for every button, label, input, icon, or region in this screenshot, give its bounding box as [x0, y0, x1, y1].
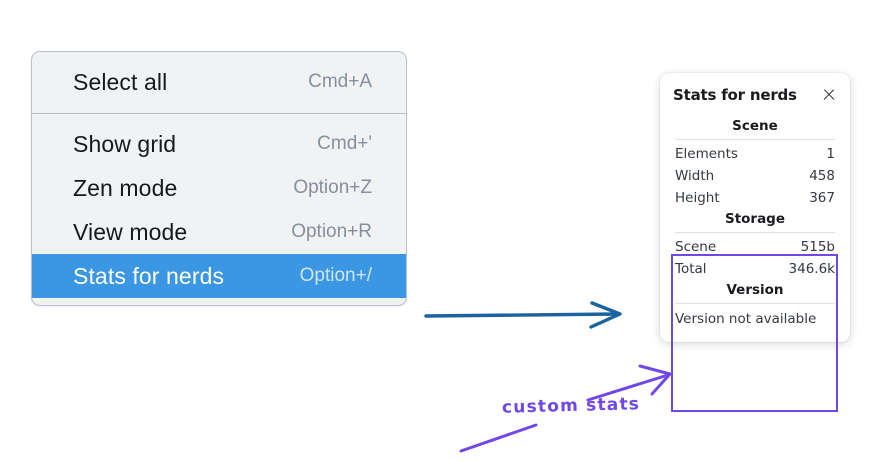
- context-menu-group-1: Select all Cmd+A: [32, 52, 406, 113]
- stats-section-scene: Scene Elements 1 Width 458 Height 367: [671, 116, 839, 209]
- section-divider: [675, 232, 835, 233]
- stat-row: Elements 1: [671, 143, 839, 165]
- menu-item-show-grid[interactable]: Show grid Cmd+': [32, 122, 406, 166]
- stat-value: 515b: [800, 239, 835, 255]
- menu-item-zen-mode[interactable]: Zen mode Option+Z: [32, 166, 406, 210]
- menu-separator: [32, 113, 406, 114]
- stats-section-version: Version Version not available: [671, 280, 839, 329]
- stat-key: Elements: [675, 146, 738, 162]
- stat-row: Width 458: [671, 165, 839, 187]
- stats-for-nerds-panel: Stats for nerds Scene Elements 1 Width 4…: [660, 73, 850, 342]
- stat-row: Scene 515b: [671, 236, 839, 258]
- stat-value: 367: [809, 190, 835, 206]
- stat-value: 1: [826, 146, 835, 162]
- menu-item-label: Stats for nerds: [73, 262, 225, 289]
- version-note: Version not available: [675, 311, 817, 327]
- stats-section-storage: Storage Scene 515b Total 346.6k: [671, 209, 839, 280]
- menu-item-shortcut: Option+/: [299, 265, 372, 286]
- section-title: Version: [726, 282, 784, 298]
- stat-key: Height: [675, 190, 720, 206]
- stat-key: Width: [675, 168, 715, 184]
- menu-item-label: View mode: [73, 218, 188, 245]
- stat-row: Total 346.6k: [671, 258, 839, 280]
- menu-item-label: Select all: [73, 68, 168, 95]
- menu-item-select-all[interactable]: Select all Cmd+A: [32, 60, 406, 104]
- context-menu-group-2: Show grid Cmd+' Zen mode Option+Z View m…: [32, 114, 406, 305]
- purple-underline-annotation: [459, 423, 538, 453]
- menu-item-shortcut: Cmd+A: [308, 71, 372, 92]
- menu-item-label: Show grid: [73, 130, 177, 157]
- close-icon[interactable]: [821, 87, 837, 103]
- stat-key: Total: [675, 261, 707, 277]
- menu-item-view-mode[interactable]: View mode Option+R: [32, 210, 406, 254]
- section-divider: [675, 139, 835, 140]
- stats-panel-title: Stats for nerds: [673, 86, 797, 104]
- stat-row: Height 367: [671, 187, 839, 209]
- section-divider: [675, 303, 835, 304]
- section-title: Storage: [724, 211, 786, 227]
- stat-value: 346.6k: [788, 261, 835, 277]
- stat-value: 458: [809, 168, 835, 184]
- blue-arrow-annotation: [424, 301, 622, 329]
- stat-key: Scene: [675, 239, 717, 255]
- stats-panel-header: Stats for nerds: [671, 86, 839, 104]
- menu-item-shortcut: Cmd+': [317, 133, 372, 154]
- menu-item-stats-for-nerds[interactable]: Stats for nerds Option+/: [32, 254, 406, 298]
- menu-item-shortcut: Option+Z: [293, 177, 372, 198]
- context-menu: Select all Cmd+A Show grid Cmd+' Zen mod…: [31, 51, 407, 306]
- custom-stats-callout-label: custom stats: [501, 394, 641, 418]
- section-title: Scene: [732, 118, 778, 134]
- menu-item-shortcut: Option+R: [291, 221, 372, 242]
- menu-item-label: Zen mode: [73, 174, 178, 201]
